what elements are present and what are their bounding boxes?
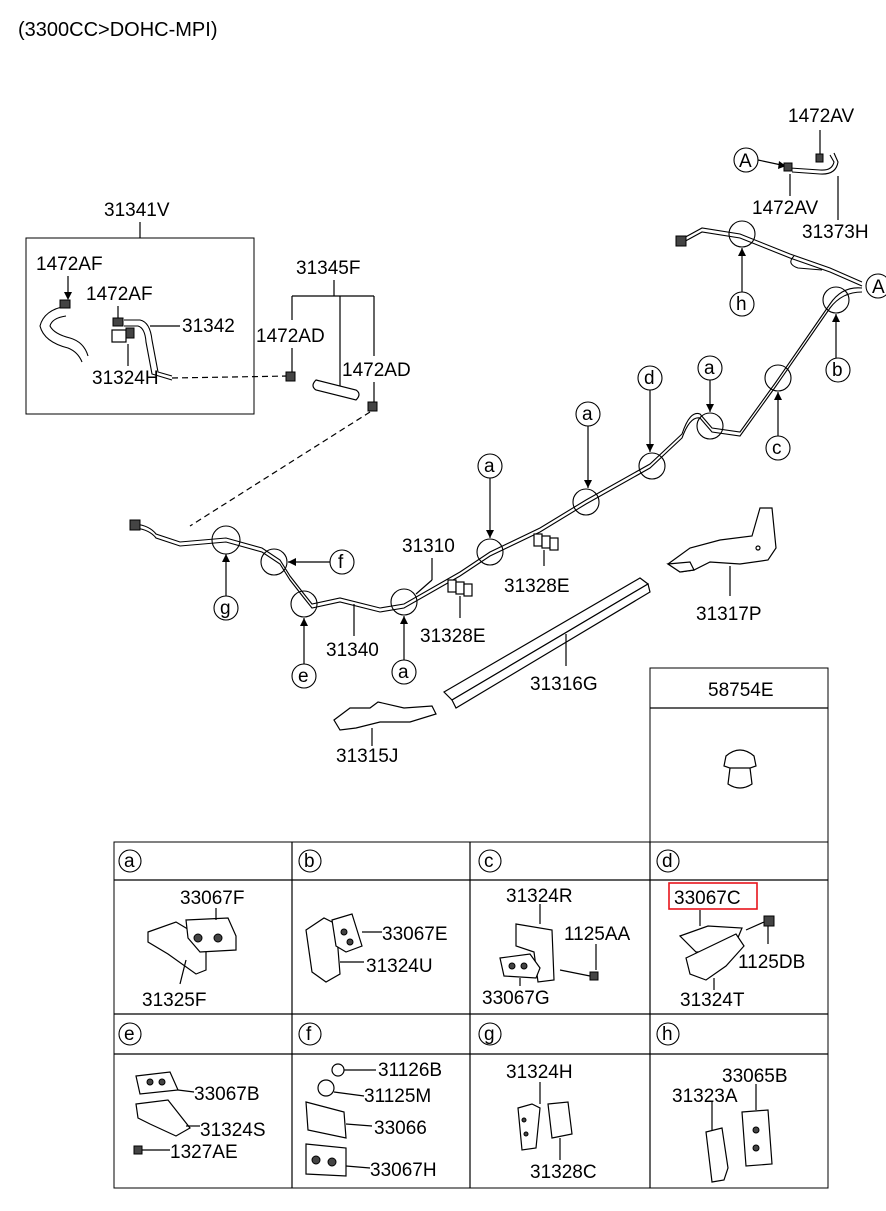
part-1472AV-mid[interactable]: 1472AV xyxy=(752,198,819,219)
part-1472AF-1[interactable]: 1472AF xyxy=(36,254,103,275)
cell-b-header: b xyxy=(304,851,315,872)
callout-h-circle[interactable] xyxy=(729,291,755,317)
part-31328C[interactable]: 31328C xyxy=(530,1162,597,1183)
cell-h-header: h xyxy=(662,1024,673,1045)
cell-g-header: g xyxy=(484,1024,495,1045)
callout-b-circle[interactable] xyxy=(825,357,851,383)
part-33067C[interactable]: 33067C xyxy=(674,888,741,909)
callout-e: e xyxy=(298,666,309,687)
callout-a1: a xyxy=(398,662,409,683)
part-31324S[interactable]: 31324S xyxy=(200,1120,266,1141)
callout-a4-circle[interactable] xyxy=(697,355,723,381)
part-1472AD-1[interactable]: 1472AD xyxy=(256,326,325,347)
callout-b: b xyxy=(832,360,843,381)
connector-A-assembly: A 1472AV 1472AV 31373H xyxy=(733,106,869,243)
part-31324R[interactable]: 31324R xyxy=(506,886,573,907)
part-31324H-g[interactable]: 31324H xyxy=(506,1062,573,1083)
cell-c-header-circle[interactable] xyxy=(478,849,502,873)
part-31317P[interactable]: 31317P xyxy=(696,604,762,625)
cell-c-header: c xyxy=(484,851,494,872)
part-31316G[interactable]: 31316G xyxy=(530,674,598,695)
part-31328E-2[interactable]: 31328E xyxy=(504,576,570,597)
callout-c: c xyxy=(772,438,782,459)
part-58754E[interactable]: 58754E xyxy=(708,680,774,701)
callout-d: d xyxy=(644,368,655,389)
ref-A-right-circle[interactable] xyxy=(865,273,886,299)
cell-a-header-circle[interactable] xyxy=(118,849,142,873)
part-33067B[interactable]: 33067B xyxy=(194,1084,260,1105)
part-31340[interactable]: 31340 xyxy=(326,640,379,661)
callout-a1-circle[interactable] xyxy=(391,659,417,685)
ref-A-left: A xyxy=(739,151,752,172)
part-31324H-box[interactable]: 31324H xyxy=(92,368,159,389)
highlight-box-33067C xyxy=(668,882,758,910)
part-1125AA[interactable]: 1125AA xyxy=(564,924,631,945)
detail-grid: a b c d e f g h 33067F 31325F 33067E 313… xyxy=(113,841,829,1189)
bracket-31317P: 31317P xyxy=(666,507,777,625)
part-33066[interactable]: 33066 xyxy=(374,1118,427,1139)
callout-e-circle[interactable] xyxy=(291,663,317,689)
part-31345F[interactable]: 31345F xyxy=(296,258,360,279)
box-58754E: 58754E xyxy=(649,667,829,843)
assembly-31341V: 31341V 1472AF 1472AF 31342 31324H xyxy=(25,200,255,415)
part-31342[interactable]: 31342 xyxy=(182,316,235,337)
part-31125M[interactable]: 31125M xyxy=(364,1086,431,1107)
callout-d-circle[interactable] xyxy=(637,365,663,391)
callout-c-circle[interactable] xyxy=(765,435,791,461)
cell-d-header: d xyxy=(662,851,673,872)
part-1125DB[interactable]: 1125DB xyxy=(738,952,805,973)
part-31325F[interactable]: 31325F xyxy=(142,990,206,1011)
part-31323A[interactable]: 31323A xyxy=(672,1086,738,1107)
part-33065B[interactable]: 33065B xyxy=(722,1066,788,1087)
part-33067H[interactable]: 33067H xyxy=(370,1160,437,1181)
ref-A-right: A xyxy=(872,277,885,298)
cell-a-header: a xyxy=(124,851,135,872)
pipe-callout-circles xyxy=(211,220,850,618)
part-31324T[interactable]: 31324T xyxy=(680,990,745,1011)
part-31373H[interactable]: 31373H xyxy=(802,222,869,243)
part-1327AE[interactable]: 1327AE xyxy=(170,1142,238,1163)
letter-callouts: g f e a a a d a xyxy=(213,248,886,689)
bar-31316G: 31316G xyxy=(443,577,651,709)
assembly-31345F: 31345F 1472AD 1472AD xyxy=(256,258,411,412)
callout-f-circle[interactable] xyxy=(329,549,355,575)
callout-a4: a xyxy=(704,358,715,379)
part-31328E-1[interactable]: 31328E xyxy=(420,626,486,647)
bracket-31315J: 31315J xyxy=(333,701,437,767)
part-33067F[interactable]: 33067F xyxy=(180,888,244,909)
cell-h-header-circle[interactable] xyxy=(656,1022,680,1046)
callout-g: g xyxy=(220,598,231,619)
part-31310[interactable]: 31310 xyxy=(402,536,455,557)
part-31315J[interactable]: 31315J xyxy=(336,746,398,767)
diagram-title: (3300CC>DOHC-MPI) xyxy=(18,19,217,41)
cell-e-header: e xyxy=(124,1024,135,1045)
cell-d-header-circle[interactable] xyxy=(656,849,680,873)
cell-f-header: f xyxy=(306,1024,312,1045)
part-1472AF-2[interactable]: 1472AF xyxy=(86,284,153,305)
callout-a3-circle[interactable] xyxy=(575,401,601,427)
cell-b-header-circle[interactable] xyxy=(298,849,322,873)
part-33067G[interactable]: 33067G xyxy=(482,988,550,1009)
part-31341V[interactable]: 31341V xyxy=(104,200,170,221)
cell-g-header-circle[interactable] xyxy=(478,1022,502,1046)
part-1472AD-2[interactable]: 1472AD xyxy=(342,360,411,381)
callout-g-circle[interactable] xyxy=(213,595,239,621)
main-pipeline xyxy=(129,227,863,613)
part-1472AV-top[interactable]: 1472AV xyxy=(788,106,855,127)
callout-a3: a xyxy=(582,404,593,425)
callout-a2-circle[interactable] xyxy=(477,453,503,479)
cell-f-header-circle[interactable] xyxy=(298,1022,322,1046)
cell-e-header-circle[interactable] xyxy=(118,1022,142,1046)
callout-a2: a xyxy=(484,456,495,477)
part-33067E[interactable]: 33067E xyxy=(382,924,448,945)
callout-h: h xyxy=(736,294,747,315)
callout-f: f xyxy=(338,552,344,573)
pipe-labels: 31310 31340 31328E 31328E xyxy=(326,533,570,661)
part-31126B[interactable]: 31126B xyxy=(378,1060,442,1081)
part-31324U[interactable]: 31324U xyxy=(366,956,433,977)
